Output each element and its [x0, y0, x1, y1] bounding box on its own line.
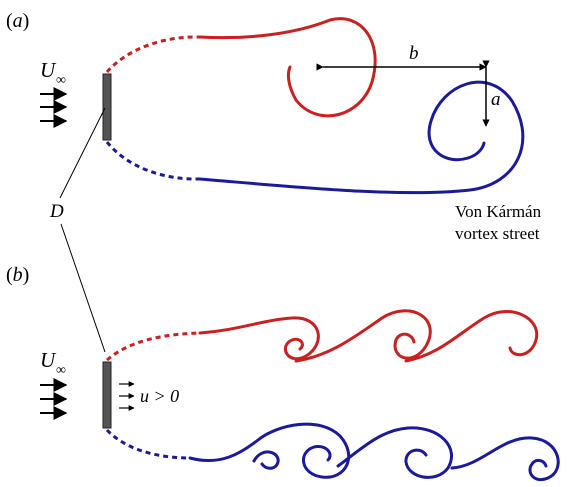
inflow-arrows-a [40, 87, 68, 128]
upper-vortex-row-b [198, 309, 539, 363]
upper-shear-layer-dashed-a [105, 35, 201, 73]
plate-width-label: D [49, 201, 64, 222]
lower-shear-layer-dashed-a [105, 141, 201, 181]
caption-line-1: Von Kármán [455, 202, 542, 221]
freestream-subscript-b: ∞ [56, 363, 66, 378]
freestream-velocity-a: U [40, 58, 57, 82]
freestream-subscript-a: ∞ [56, 73, 66, 88]
leader-line-a [59, 107, 106, 199]
inflow-arrows-b [40, 378, 68, 420]
freestream-velocity-b: U [40, 348, 57, 372]
flat-plate-a [102, 73, 112, 141]
lower-vortex-a [198, 80, 525, 195]
lower-shear-layer-dashed-b [105, 428, 191, 460]
blowing-arrows [119, 381, 135, 411]
flat-plate-b [102, 361, 112, 429]
panel-b-label: (b) [6, 264, 29, 286]
leader-line-b [60, 223, 106, 353]
lower-vortex-row-b [188, 422, 560, 481]
panel-a-label: (a) [6, 10, 29, 32]
caption-line-2: vortex street [455, 224, 540, 243]
blowing-velocity-label: u > 0 [140, 386, 179, 406]
dimension-b-label: b [409, 43, 419, 64]
upper-vortex-a [198, 17, 377, 118]
dimension-a-label: a [491, 89, 501, 110]
upper-shear-layer-dashed-b [106, 331, 201, 362]
